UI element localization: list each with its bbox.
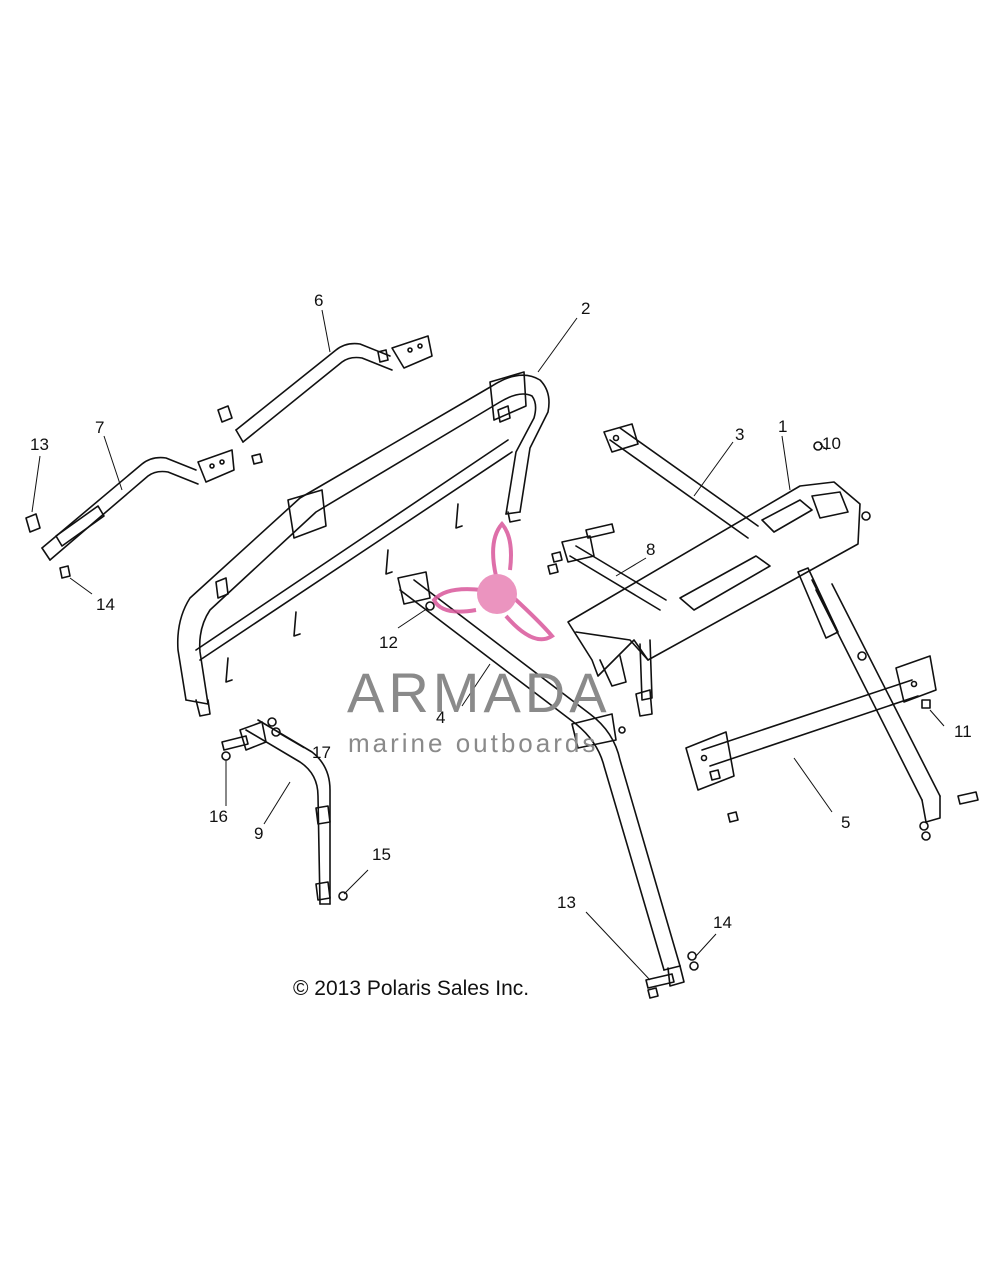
- leader-lines: [31, 309, 945, 981]
- callout-17: 17: [312, 743, 331, 762]
- callout-10: 10: [822, 434, 841, 453]
- callout-15: 15: [372, 845, 391, 864]
- callout-16: 16: [209, 807, 228, 826]
- part-4-front-bar: [397, 571, 685, 987]
- callout-3: 3: [735, 425, 744, 444]
- watermark-name: ARMADA: [347, 661, 611, 724]
- callout-7: 7: [95, 418, 104, 437]
- callout-9: 9: [254, 824, 263, 843]
- callout-14-left: 14: [96, 595, 115, 614]
- part-6-side-bar: [217, 335, 433, 465]
- callout-6: 6: [314, 291, 323, 310]
- part-7-side-bar: [25, 449, 235, 579]
- watermark-logo: [431, 520, 555, 642]
- callout-labels: 1 2 3 4 5 6 7 8 9 10 11 12 13 13 14 14 1…: [30, 291, 972, 932]
- copyright-text: © 2013 Polaris Sales Inc.: [293, 977, 530, 1000]
- part-5-lower-bar: [685, 655, 937, 791]
- part-3-cross-bar: [603, 423, 759, 539]
- callout-1: 1: [778, 417, 787, 436]
- callout-14-right: 14: [713, 913, 732, 932]
- callout-12: 12: [379, 633, 398, 652]
- callout-11: 11: [954, 722, 972, 741]
- part-1-brace-plate: [567, 481, 861, 701]
- part-2-rear-hoop: [176, 371, 550, 717]
- callout-5: 5: [841, 813, 850, 832]
- callout-4: 4: [436, 708, 445, 727]
- watermark-tagline: marine outboards: [348, 728, 599, 758]
- callout-13-right: 13: [557, 893, 576, 912]
- fasteners: [221, 441, 979, 999]
- callout-8: 8: [646, 540, 655, 559]
- callout-13-left: 13: [30, 435, 49, 454]
- part-9-bracket: [239, 719, 331, 905]
- callout-2: 2: [581, 299, 590, 318]
